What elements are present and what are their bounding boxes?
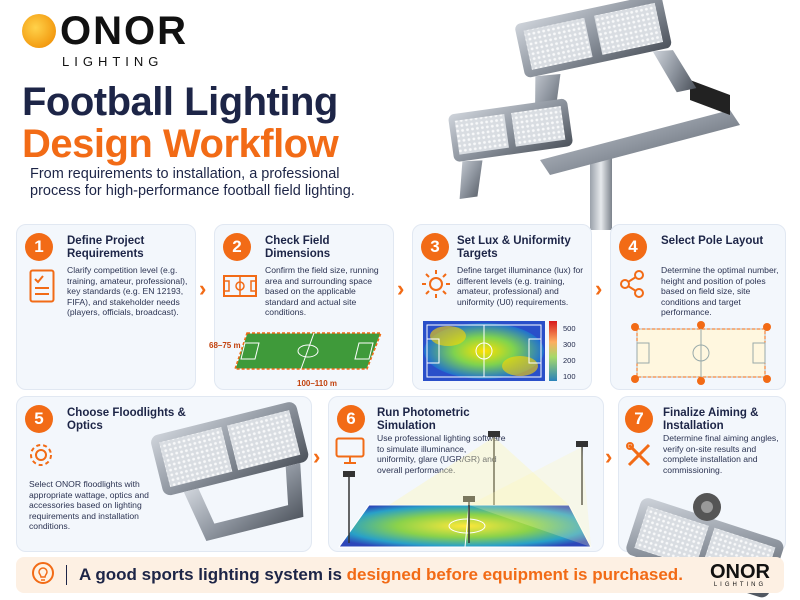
- field-length-label: 100–110 m: [297, 379, 338, 388]
- logo-subtext: LIGHTING: [62, 54, 164, 69]
- footer-logo-subtext: LIGHTING: [713, 582, 767, 588]
- page-subtitle: From requirements to installation, a pro…: [30, 166, 355, 199]
- chevron-right-icon: ›: [313, 444, 321, 469]
- lux-scale-bar: [549, 321, 557, 381]
- chevron-right-icon: ›: [199, 276, 207, 301]
- step-card-1: 1 Define Project Requirements Clarify co…: [16, 224, 196, 390]
- floodlight-product-image: [151, 402, 309, 542]
- chevron-right-icon: ›: [397, 276, 405, 301]
- lux-scale-labels: 500 300 200 100: [563, 321, 576, 385]
- step-title: Finalize Aiming & Installation: [663, 407, 759, 432]
- page-title-line2: Design Workflow: [22, 122, 339, 166]
- field-width-label: 68–75 m: [209, 341, 241, 350]
- step-title: Set Lux & Uniformity Targets: [457, 235, 571, 260]
- step-number-badge: 7: [625, 405, 653, 433]
- footer-message: A good sports lighting system is designe…: [79, 565, 683, 585]
- step-card-2: 2 Check Field Dimensions Confirm the fie…: [209, 224, 394, 390]
- checklist-icon: [29, 269, 55, 303]
- monitor-icon: [335, 437, 365, 464]
- logo-text: ONOR: [60, 9, 188, 53]
- aiming-bracket-image: [626, 493, 784, 598]
- footer-banner: A good sports lighting system is designe…: [16, 557, 784, 593]
- step-card-6: 6 Run Photometric Simulation Use profess…: [328, 396, 604, 552]
- step-title: Check Field Dimensions: [265, 235, 331, 260]
- step-card-3: 3 Set Lux & Uniformity Targets Define ta…: [412, 224, 592, 390]
- scale-label: 300: [563, 340, 576, 349]
- step-number-badge: 3: [421, 233, 449, 261]
- page-title-line1: Football Lighting: [22, 80, 338, 124]
- footer-logo: ONOR LIGHTING: [710, 562, 770, 588]
- step-card-7: 7 Finalize Aiming & Installation Determi…: [618, 396, 786, 598]
- step-number-badge: 2: [223, 233, 251, 261]
- brand-logo: ONOR LIGHTING: [22, 10, 202, 72]
- footer-logo-text: ONOR: [710, 561, 770, 583]
- step-number-badge: 6: [337, 405, 365, 433]
- scale-label: 100: [563, 372, 576, 381]
- step-title: Define Project Requirements: [67, 235, 145, 260]
- step-title: Select Pole Layout: [661, 235, 764, 247]
- scale-label: 200: [563, 356, 576, 365]
- footer-divider: [66, 565, 67, 585]
- nodes-icon: [620, 270, 644, 298]
- footer-text-highlight: designed before equipment is purchased.: [346, 565, 683, 584]
- step-description: Confirm the field size, running area and…: [265, 265, 379, 318]
- footer-text-start: A good sports lighting system is: [79, 565, 347, 584]
- tools-icon: [626, 442, 651, 467]
- sun-logo-icon: [22, 14, 56, 48]
- step-description: Determine final aiming angles, verify on…: [663, 433, 779, 475]
- step-number-badge: 1: [25, 233, 53, 261]
- scale-label: 500: [563, 324, 576, 333]
- pole-layout-diagram: [631, 321, 771, 385]
- step-description: Clarify competition level (e.g. training…: [67, 265, 188, 318]
- football-field-diagram: [233, 332, 383, 370]
- step-number-badge: 4: [619, 233, 647, 261]
- gear-icon: [30, 444, 52, 466]
- step-card-5: 5 Choose Floodlights & Optics Select ONO…: [16, 396, 312, 552]
- chevron-right-icon: ›: [595, 276, 603, 301]
- field-icon: [223, 275, 257, 297]
- step-description: Use professional lighting software to si…: [377, 433, 506, 475]
- step-card-4: 4 Select Pole Layout Determine the optim…: [610, 224, 786, 390]
- illuminance-heatmap: [423, 321, 545, 381]
- lightbulb-icon: [32, 562, 54, 584]
- step-description: Determine the optimal number, height and…: [661, 265, 779, 318]
- floodlight-pole-illustration: [448, 0, 740, 230]
- step-title: Choose Floodlights & Optics: [67, 407, 186, 432]
- step-title: Run Photometric Simulation: [377, 407, 470, 432]
- photometric-simulation-image: [338, 431, 592, 548]
- sun-icon: [422, 270, 450, 298]
- chevron-right-icon: ›: [605, 444, 613, 469]
- step-description: Define target illuminance (lux) for diff…: [457, 265, 584, 307]
- step-description: Select ONOR floodlights with appropriate…: [29, 479, 149, 532]
- step-number-badge: 5: [25, 405, 53, 433]
